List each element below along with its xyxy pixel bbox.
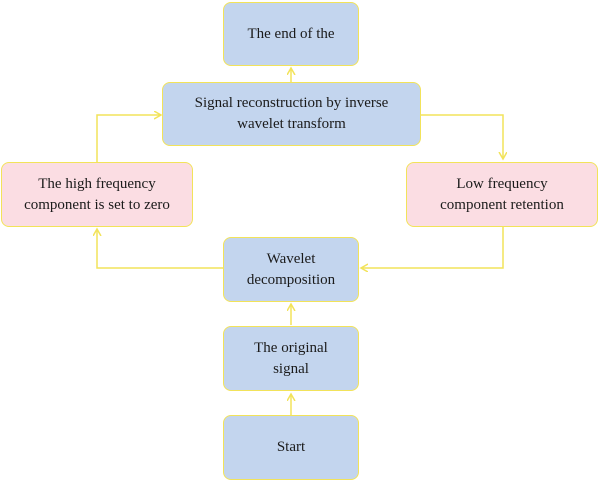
reconstruction-node: Signal reconstruction by inverse wavelet…	[162, 82, 421, 146]
decomposition-node-label: Wavelet decomposition	[246, 250, 336, 288]
arrow-reconstruction-to-low-frequency	[421, 114, 503, 158]
low-frequency-node: Low frequency component retention	[406, 162, 598, 227]
end-node-label: The end of the	[247, 25, 335, 42]
low-frequency-node-label: Low frequency component retention	[440, 175, 564, 213]
reconstruction-node-label: Signal reconstruction by inverse wavelet…	[194, 95, 389, 132]
start-node-label: Start	[276, 439, 306, 455]
arrow-low-frequency-to-decomposition	[362, 227, 504, 268]
high-frequency-node: The high frequency component is set to z…	[1, 162, 193, 227]
decomposition-node: Wavelet decomposition	[223, 237, 359, 302]
start-node: Start	[223, 415, 359, 480]
end-node: The end of the	[223, 2, 359, 66]
original-signal-node-label: The original signal	[254, 339, 328, 377]
arrow-decomposition-to-high-frequency	[97, 230, 223, 269]
arrow-high-frequency-to-reconstruction	[96, 115, 160, 162]
original-signal-node: The original signal	[223, 326, 359, 391]
high-frequency-node-label: The high frequency component is set to z…	[24, 175, 170, 213]
